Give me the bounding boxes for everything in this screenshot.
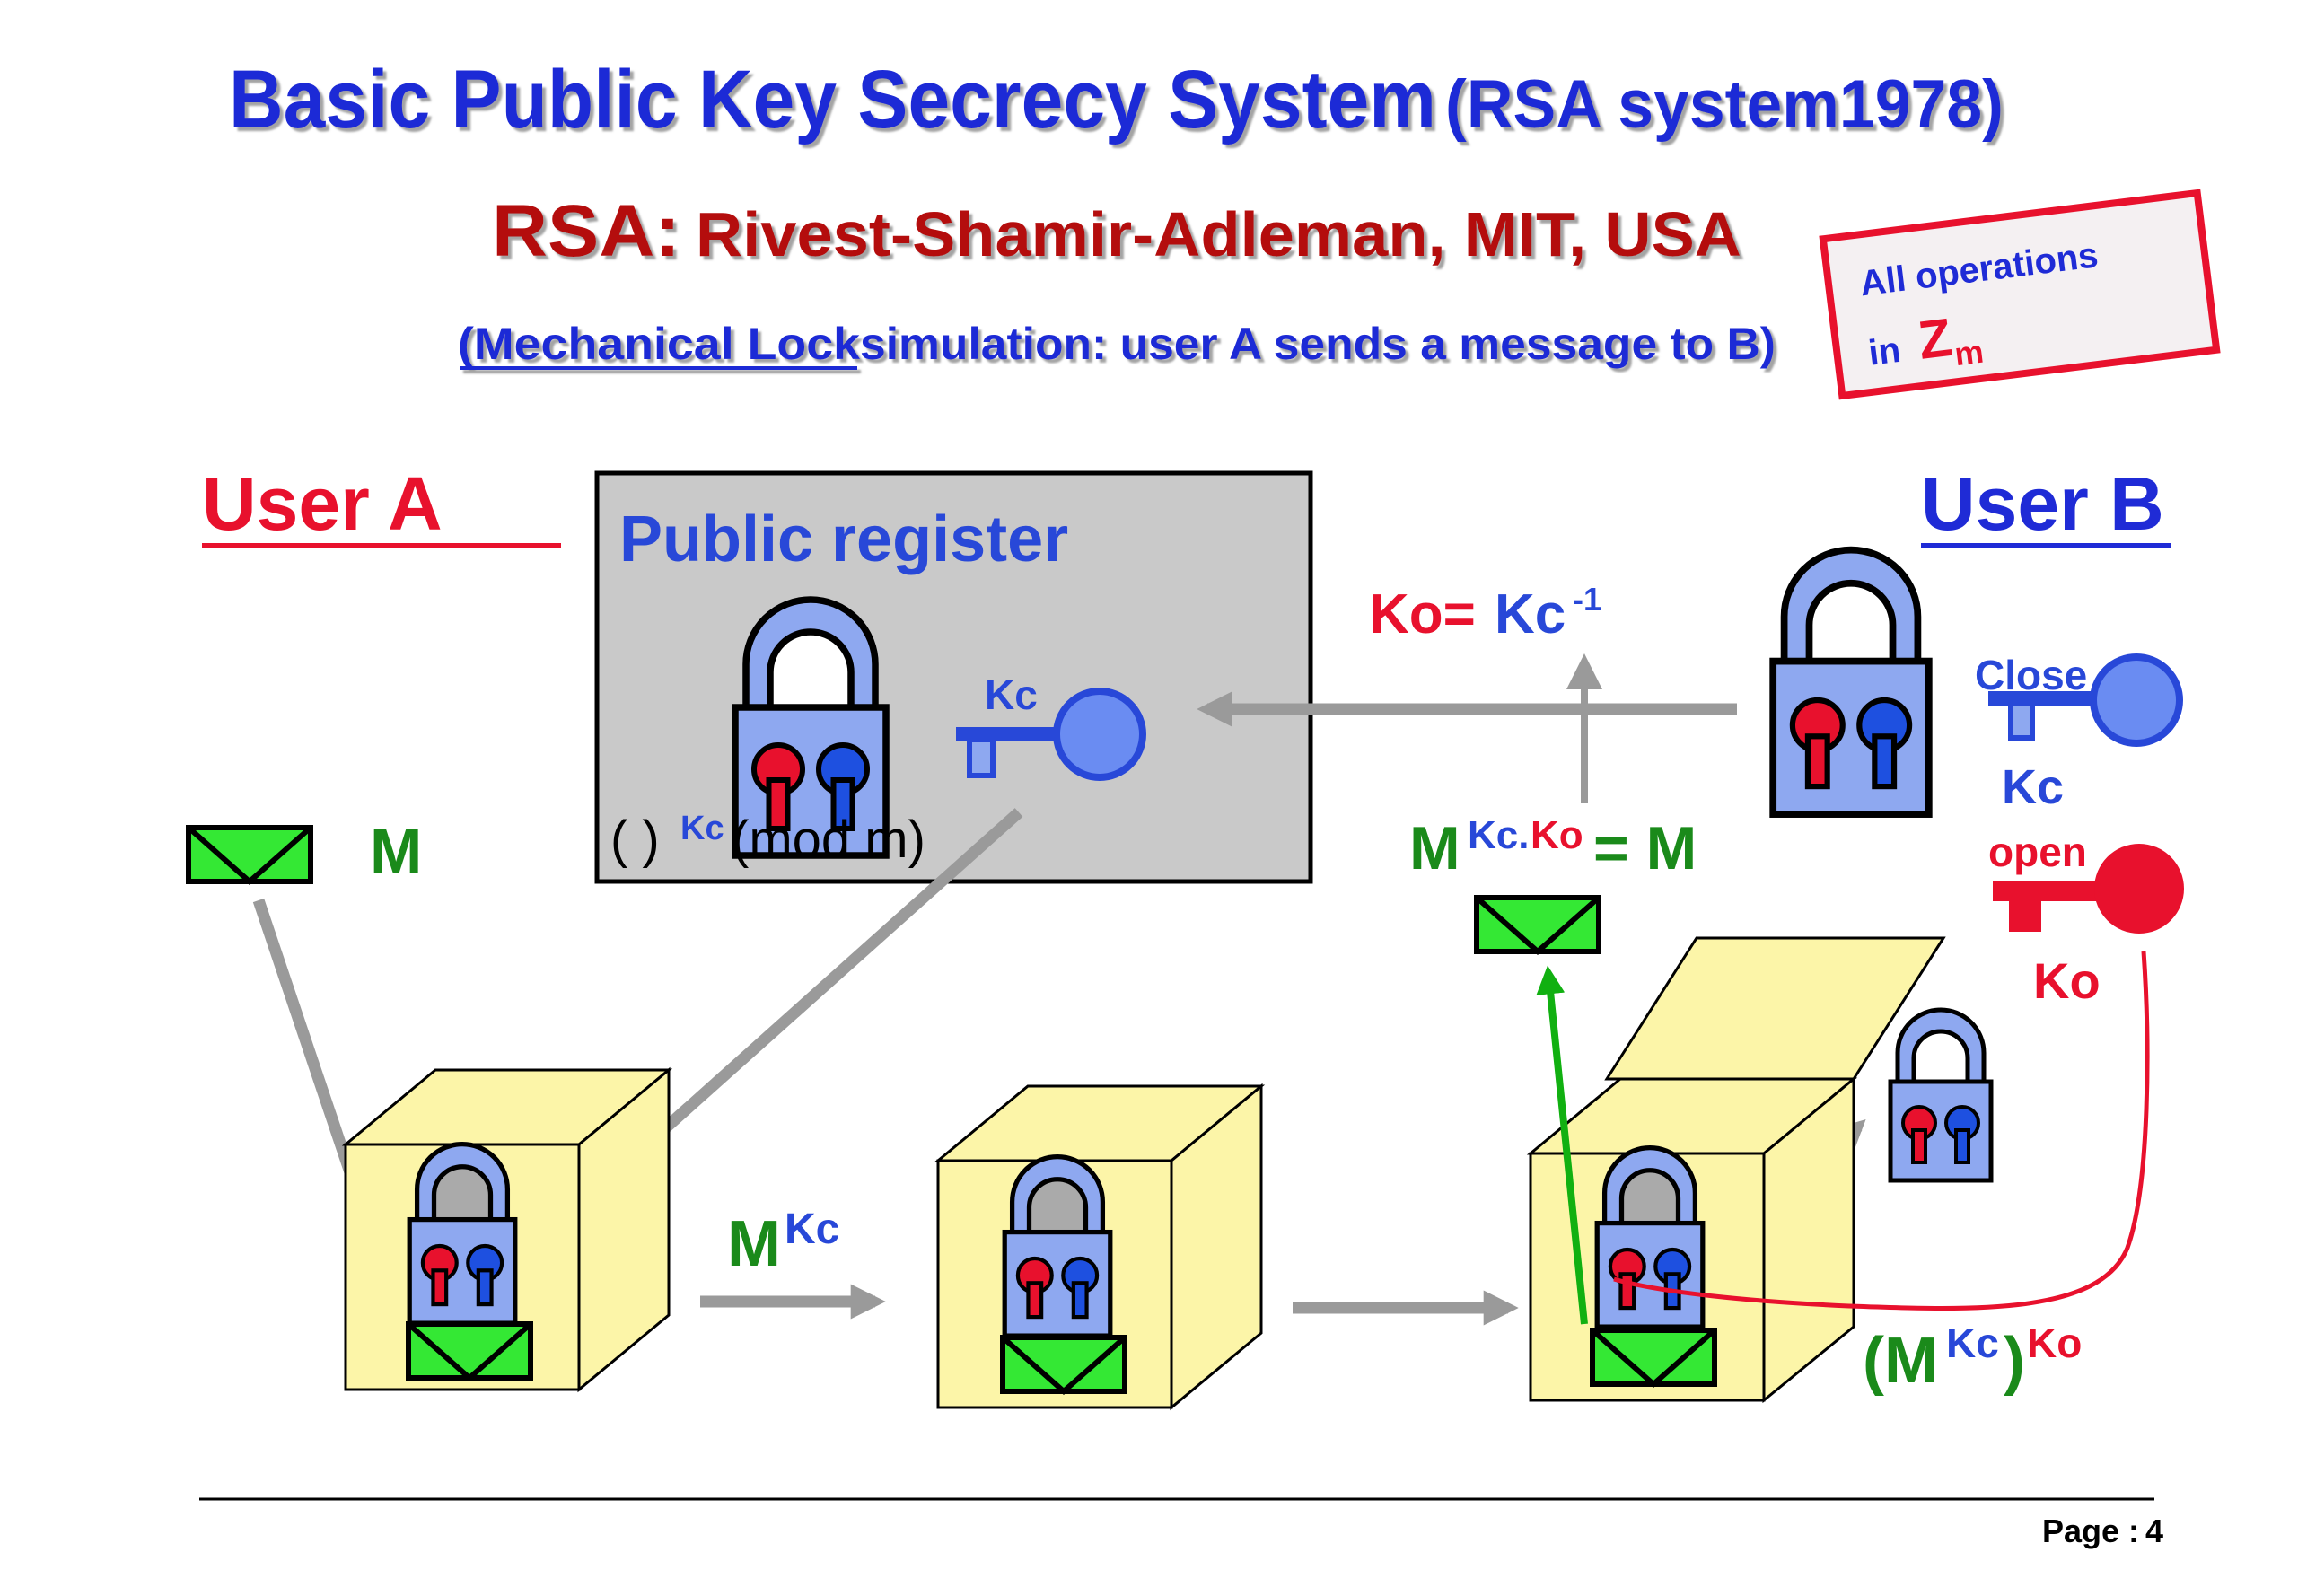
note-z: Z xyxy=(1915,307,1955,371)
box-2 xyxy=(934,1083,1266,1411)
ko-eq: Ko= xyxy=(1369,583,1476,645)
register-title: Public register xyxy=(619,504,1068,575)
box-1 xyxy=(341,1066,673,1393)
register-formula-sup: Kc xyxy=(680,810,724,847)
public-register: Public register Kc ( ) Kc (mod m) xyxy=(594,470,1313,884)
page-number: 4 xyxy=(2145,1513,2163,1549)
open-key-icon xyxy=(1993,844,2184,934)
final-sup2: Ko xyxy=(2027,1320,2082,1366)
note-box: All operations in Z m xyxy=(1819,189,2221,400)
final-open: (M xyxy=(1863,1325,1938,1397)
kc-inv-sup: -1 xyxy=(1573,581,1601,618)
subtitle-names: Rivest-Shamir-Adleman, MIT, USA xyxy=(696,199,1741,269)
title-main: Basic Public Key Secrecy System xyxy=(229,54,1436,145)
mkcko-sup-kc: Kc. xyxy=(1468,813,1529,857)
box2-envelope-icon xyxy=(1003,1337,1125,1391)
open-label: open xyxy=(1988,829,2087,875)
caption-rest: simulation: user A sends a message to B) xyxy=(860,319,1776,369)
message-label: M xyxy=(370,816,422,886)
mkcko-sup-ko: Ko xyxy=(1531,813,1583,857)
title-paren: (RSA system1978) xyxy=(1445,66,2004,143)
message-envelope-icon xyxy=(189,828,311,881)
box1-padlock-icon xyxy=(409,1144,515,1324)
ko-curve xyxy=(1613,951,2150,1311)
box3-open-lid xyxy=(1604,936,1946,1081)
caption-link: (Mechanical Lock xyxy=(458,319,860,369)
kc-inv-base: Kc xyxy=(1495,583,1566,645)
user-b-padlock-icon xyxy=(1773,550,1929,815)
final-sup1: Kc xyxy=(1946,1320,1999,1366)
arrow-recovered-message xyxy=(1536,965,1588,1325)
final-close: ) xyxy=(2004,1325,2025,1397)
close-key-icon xyxy=(1988,653,2183,747)
recovered-envelope-icon xyxy=(1477,898,1599,951)
note-sub-m: m xyxy=(1952,333,1986,373)
ko-b-label: Ko xyxy=(2033,952,2101,1009)
mkcko-base: M xyxy=(1409,814,1460,882)
user-b-label: User B xyxy=(1921,461,2164,546)
register-formula-paren: ( ) xyxy=(610,811,660,869)
subtitle: RSA: Rivest-Shamir-Adleman, MIT, USA xyxy=(492,190,1741,272)
box3-envelope-icon xyxy=(1592,1330,1715,1384)
register-formula-mod: (mod m) xyxy=(732,811,925,869)
close-label: Close xyxy=(1975,652,2087,698)
box2-padlock-icon xyxy=(1004,1157,1110,1337)
mkc-sup: Kc xyxy=(785,1206,839,1253)
caption: (Mechanical Lock simulation: user A send… xyxy=(458,319,1776,370)
mkc-base: M xyxy=(727,1208,781,1280)
title: Basic Public Key Secrecy System (RSA sys… xyxy=(229,54,2004,145)
register-key-icon xyxy=(956,688,1146,781)
removed-padlock-icon xyxy=(1890,1010,1991,1180)
box3-padlock-icon xyxy=(1597,1148,1703,1328)
subtitle-rsa: RSA: xyxy=(492,190,680,272)
mkcko-rest: = M xyxy=(1593,814,1697,882)
page-label: Page : xyxy=(2042,1513,2139,1549)
register-key-label: Kc xyxy=(985,671,1038,718)
user-a-label: User A xyxy=(202,461,443,546)
note-line2-prefix: in xyxy=(1866,330,1903,373)
box1-envelope-icon xyxy=(408,1324,531,1378)
kc-b-label: Kc xyxy=(2002,760,2064,814)
